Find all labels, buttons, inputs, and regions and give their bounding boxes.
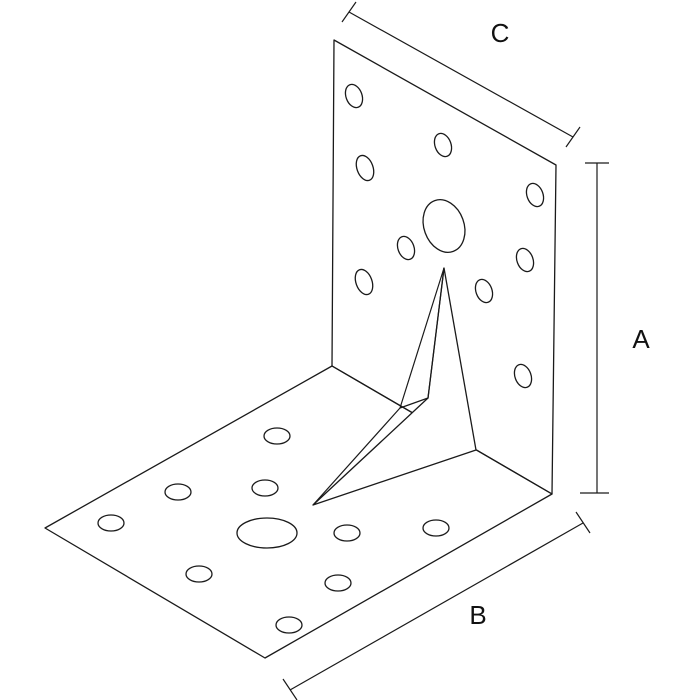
dimension-c-line bbox=[348, 11, 574, 138]
large-hole bbox=[236, 517, 298, 549]
dimension-a bbox=[580, 162, 609, 494]
dimension-c-tick-end bbox=[565, 126, 581, 148]
hole bbox=[251, 479, 279, 497]
dimension-c-label: C bbox=[491, 18, 510, 48]
dimension-b bbox=[282, 511, 591, 700]
hole bbox=[97, 514, 125, 532]
hole bbox=[164, 483, 192, 501]
vertical-plate-holes bbox=[344, 83, 545, 389]
rib-crease bbox=[399, 267, 445, 409]
dimension-b-label: B bbox=[469, 600, 486, 630]
dimension-b-tick-end bbox=[575, 511, 591, 534]
hole bbox=[354, 268, 374, 296]
hole bbox=[355, 154, 375, 182]
hole bbox=[474, 278, 494, 304]
hole bbox=[515, 247, 535, 273]
hole bbox=[263, 427, 291, 445]
hole bbox=[433, 132, 453, 158]
hole bbox=[185, 565, 213, 583]
dimension-a-label: A bbox=[632, 324, 650, 354]
dimension-c-tick-start bbox=[341, 1, 357, 23]
base-plate-holes bbox=[97, 427, 450, 634]
hole bbox=[344, 83, 364, 109]
hole bbox=[275, 616, 303, 634]
hole bbox=[422, 519, 450, 537]
dimension-c bbox=[341, 1, 581, 148]
dimension-b-line bbox=[289, 522, 584, 691]
hole bbox=[396, 235, 416, 261]
hole bbox=[333, 524, 361, 542]
dimension-b-tick-start bbox=[282, 678, 298, 700]
hole bbox=[324, 574, 352, 592]
large-hole bbox=[422, 199, 466, 253]
hole bbox=[513, 363, 533, 389]
hole bbox=[525, 182, 545, 208]
